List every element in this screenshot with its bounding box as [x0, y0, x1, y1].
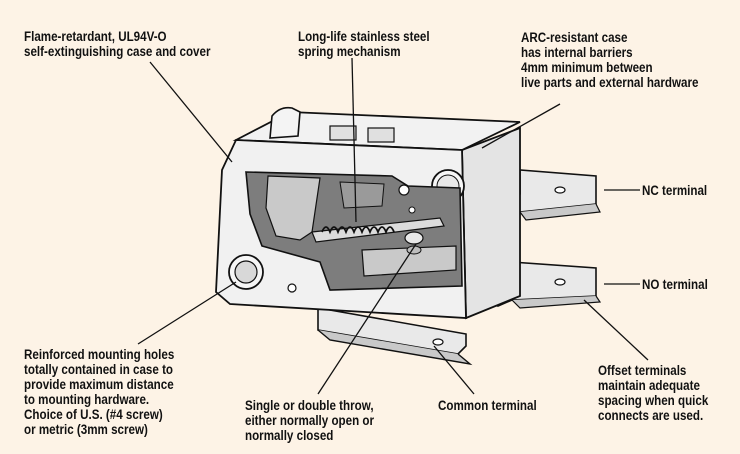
- callout-no-terminal: NO terminal: [642, 277, 708, 292]
- callout-spring-mechanism: Long-life stainless steel spring mechani…: [298, 29, 430, 59]
- callout-single-double-throw: Single or double throw, either normally …: [245, 398, 374, 443]
- callout-offset-terminals: Offset terminals maintain adequate spaci…: [598, 363, 708, 423]
- callout-common-terminal: Common terminal: [438, 398, 537, 413]
- callout-flame-retardant: Flame-retardant, UL94V-O self-extinguish…: [24, 29, 210, 59]
- callout-arc-resistant: ARC-resistant case has internal barriers…: [521, 30, 698, 90]
- callout-mounting-holes: Reinforced mounting holes totally contai…: [24, 347, 174, 437]
- callout-nc-terminal: NC terminal: [642, 183, 707, 198]
